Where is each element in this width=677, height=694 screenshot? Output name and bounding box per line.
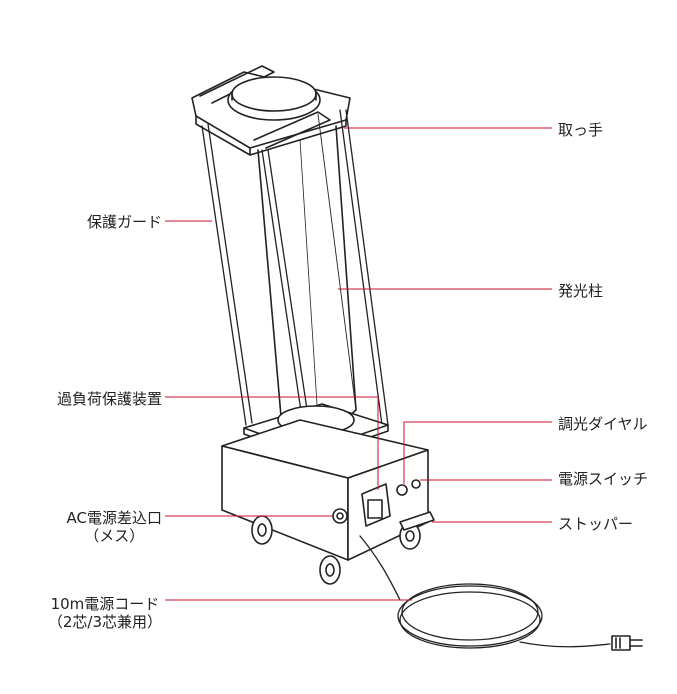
power-cord	[359, 535, 611, 649]
leader-lines	[165, 127, 552, 601]
label-handle: 取っ手	[558, 121, 604, 139]
label-cord-line2: （2芯/3芯兼用）	[47, 613, 162, 631]
label-ac-inlet: AC電源差込口 （メス）	[67, 509, 162, 545]
dimmer-knob	[396, 484, 408, 496]
plug	[611, 635, 643, 651]
light-column	[257, 125, 357, 435]
label-ac-inlet-line2: （メス）	[84, 527, 145, 545]
label-cord: 10m電源コード （2芯/3芯兼用）	[48, 595, 162, 631]
label-overload-protector: 過負荷保護装置	[56, 390, 162, 408]
label-cord-line1: 10m電源コード	[50, 595, 160, 613]
label-column: 発光柱	[558, 282, 604, 300]
label-stopper: ストッパー	[558, 515, 634, 533]
label-guard: 保護ガード	[86, 213, 162, 231]
leader-dimmer	[403, 421, 552, 484]
ac-inlet	[332, 508, 348, 524]
label-power-switch: 電源スイッチ	[558, 470, 649, 488]
leader-overload	[165, 396, 379, 490]
overload-protector	[361, 483, 391, 527]
device-drawing	[191, 65, 643, 651]
label-dimmer: 調光ダイヤル	[558, 415, 648, 433]
top-cap	[227, 76, 321, 121]
power-switch-knob	[411, 479, 421, 489]
stopper-pedal	[399, 511, 435, 531]
guard-rods	[201, 109, 389, 459]
caster-wheels	[251, 515, 421, 585]
label-ac-inlet-line1: AC電源差込口	[66, 509, 162, 527]
